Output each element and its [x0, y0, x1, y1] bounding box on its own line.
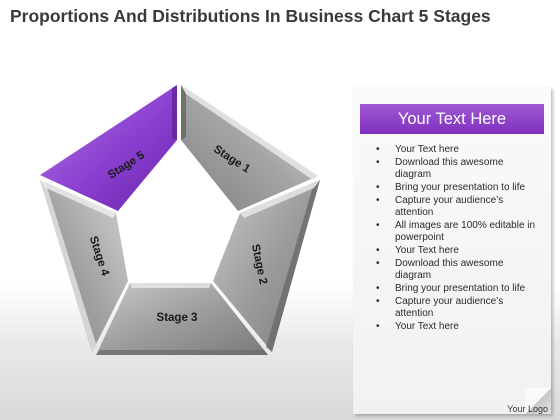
list-item-text: Capture your audience’s attention: [395, 195, 504, 218]
bullet-dot-icon: •: [376, 195, 380, 206]
bullet-dot-icon: •: [376, 258, 380, 269]
stage-3-label: Stage 3: [157, 312, 198, 324]
list-item: • Your Text here: [369, 144, 541, 156]
list-item: • Your Text here: [369, 321, 541, 333]
list-item-text: All images are 100% editable in powerpoi…: [395, 220, 536, 243]
list-item: • Download this awesome diagram: [369, 258, 541, 282]
list-item-text: Your Text here: [395, 321, 459, 332]
list-item: • Your Text here: [369, 245, 541, 257]
bullet-dot-icon: •: [376, 182, 380, 193]
list-item-text: Capture your audience’s attention: [395, 296, 504, 319]
stage-2-segment: Stage 2: [213, 180, 320, 352]
bullet-dot-icon: •: [376, 144, 380, 155]
list-item: • Capture your audience’s attention: [369, 296, 541, 320]
list-item: • Bring your presentation to life: [369, 182, 541, 194]
bullet-dot-icon: •: [376, 283, 380, 294]
list-item-text: Bring your presentation to life: [395, 182, 526, 193]
bullet-list: • Your Text here • Download this awesome d…: [369, 144, 541, 334]
list-item: • Capture your audience’s attention: [369, 195, 541, 219]
panel-header: Your Text Here: [360, 104, 544, 134]
list-item-text: Your Text here: [395, 245, 459, 256]
stage-4-segment: Stage 4: [40, 180, 128, 352]
stage-5-segment: Stage 5: [40, 85, 177, 211]
logo-placeholder: Your Logo: [507, 404, 548, 414]
list-item-text: Download this awesome diagram: [395, 258, 504, 281]
text-panel: Your Text Here • Your Text here • Download…: [353, 87, 551, 414]
bullet-dot-icon: •: [376, 220, 380, 231]
panel-background: [353, 87, 551, 414]
list-item: • Bring your presentation to life: [369, 283, 541, 295]
bullet-dot-icon: •: [376, 245, 380, 256]
page-curl: [525, 388, 551, 414]
list-item: • All images are 100% editable in powerpo…: [369, 220, 541, 244]
bullet-dot-icon: •: [376, 157, 380, 168]
list-item-text: Your Text here: [395, 144, 459, 155]
bullet-dot-icon: •: [376, 296, 380, 307]
page-title: Proportions And Distributions In Busines…: [10, 6, 491, 26]
bullet-dot-icon: •: [376, 321, 380, 332]
list-item: • Download this awesome diagram: [369, 157, 541, 181]
stage-1-segment: Stage 1: [181, 85, 318, 211]
list-item-text: Bring your presentation to life: [395, 283, 526, 294]
list-item-text: Download this awesome diagram: [395, 157, 504, 180]
stage-3-segment: Stage 3: [96, 283, 268, 355]
